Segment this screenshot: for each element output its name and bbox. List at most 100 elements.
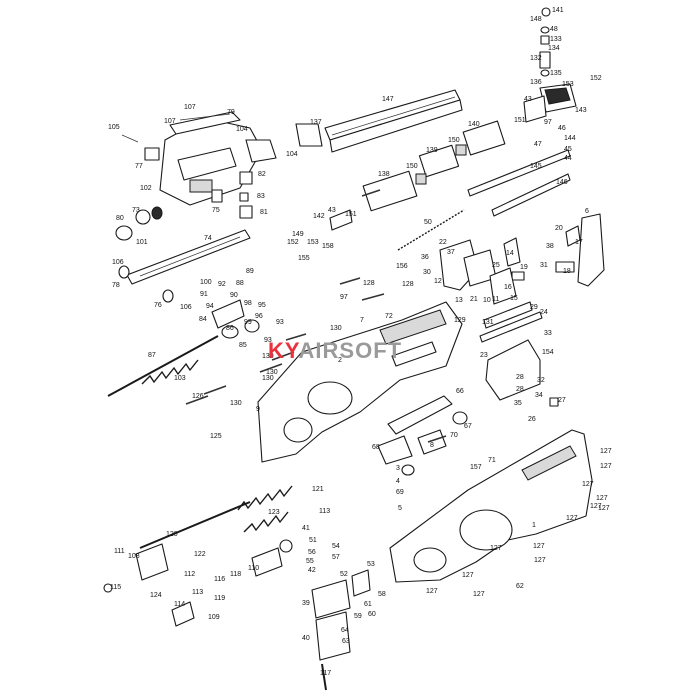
callout-126: 126 [192, 393, 204, 400]
callout-113: 113 [319, 508, 330, 515]
part-68-block [377, 435, 413, 465]
callout-74: 74 [204, 235, 212, 242]
callout-21: 21 [470, 296, 478, 303]
part-105-screw [121, 134, 139, 143]
callout-127: 127 [600, 448, 612, 455]
callout-135: 135 [550, 70, 562, 77]
callout-79: 79 [227, 109, 235, 116]
callout-64: 64 [341, 627, 349, 634]
callout-54: 54 [332, 543, 340, 550]
callout-127: 127 [534, 557, 546, 564]
callout-16: 16 [504, 284, 512, 291]
part-23-housing [485, 339, 541, 401]
callout-24: 24 [540, 309, 548, 316]
callout-127: 127 [582, 481, 594, 488]
callout-152: 152 [287, 239, 299, 246]
callout-36: 36 [421, 254, 429, 261]
part-87-rod [107, 335, 219, 397]
callout-55: 55 [306, 558, 314, 565]
callout-140: 140 [468, 121, 480, 128]
part-62-rod [321, 663, 327, 691]
callout-127: 127 [596, 495, 608, 502]
part-3-nut [401, 464, 415, 476]
callout-107: 107 [164, 118, 176, 125]
callout-116: 116 [214, 576, 225, 583]
callout-104: 104 [286, 151, 298, 158]
callout-38: 38 [546, 243, 554, 250]
callout-23: 23 [480, 352, 488, 359]
callout-10: 10 [483, 297, 491, 304]
part-48-ring [540, 26, 550, 34]
part-39-magazine-top [311, 579, 351, 619]
callout-106: 106 [112, 259, 124, 266]
upper-receiver-cover [159, 111, 277, 206]
callout-130: 130 [230, 400, 242, 407]
callout-17: 17 [575, 239, 583, 246]
callout-106: 106 [180, 304, 192, 311]
callout-22: 22 [439, 239, 447, 246]
callout-127: 127 [490, 545, 502, 552]
part-43-plate [523, 95, 547, 123]
callout-63: 63 [342, 638, 350, 645]
callout-81: 81 [260, 209, 268, 216]
callout-78: 78 [112, 282, 120, 289]
callout-128: 128 [402, 281, 414, 288]
callout-13: 13 [455, 297, 463, 304]
callout-132: 132 [530, 55, 542, 62]
callout-127: 127 [600, 463, 612, 470]
part-67-cylinder [452, 411, 468, 425]
callout-98: 98 [244, 300, 252, 307]
callout-157: 157 [470, 464, 482, 471]
callout-94: 94 [206, 303, 214, 310]
part-6-buttplate [577, 213, 605, 287]
part-143-cap [544, 87, 571, 105]
callout-80: 80 [116, 215, 124, 222]
callout-150: 150 [448, 137, 460, 144]
callout-121: 121 [312, 486, 324, 493]
callout-138: 138 [378, 171, 390, 178]
callout-146: 146 [556, 179, 568, 186]
callout-5: 5 [398, 505, 402, 512]
part-81-block [239, 205, 253, 219]
callout-130: 130 [262, 353, 274, 360]
callout-35: 35 [514, 400, 522, 407]
callout-50: 50 [424, 219, 432, 226]
part-133-pin [540, 35, 550, 45]
callout-127: 127 [598, 505, 610, 512]
callout-127: 127 [590, 503, 602, 510]
part-19-pin [511, 271, 525, 281]
callout-93: 93 [276, 319, 284, 326]
callout-41: 41 [302, 525, 310, 532]
callout-29: 29 [530, 304, 538, 311]
callout-130: 130 [262, 375, 274, 382]
callout-90: 90 [230, 292, 238, 299]
callout-122: 122 [194, 551, 206, 558]
part-99-cylinder [244, 319, 260, 333]
callout-11: 11 [492, 296, 499, 303]
callout-112: 112 [184, 571, 195, 578]
part-140-block [462, 120, 506, 156]
callout-134: 134 [548, 45, 560, 52]
part-76-knob [162, 289, 174, 303]
callout-27: 27 [558, 397, 566, 404]
trigger-group [439, 237, 521, 305]
callout-66: 66 [456, 388, 464, 395]
callout-93: 93 [264, 337, 272, 344]
part-27-pin [549, 397, 559, 407]
callout-151: 151 [514, 117, 526, 124]
callout-9: 9 [256, 406, 260, 413]
callout-47: 47 [534, 141, 542, 148]
callout-107: 107 [184, 104, 196, 111]
callout-104: 104 [236, 126, 248, 133]
callout-154: 154 [542, 349, 554, 356]
callout-130: 130 [330, 325, 342, 332]
callout-26: 26 [528, 416, 536, 423]
part-1-stock-body [389, 429, 593, 583]
callout-145: 145 [530, 163, 542, 170]
callout-28: 28 [516, 386, 524, 393]
callout-60: 60 [368, 611, 376, 618]
callout-158: 158 [322, 243, 334, 250]
callout-73: 73 [132, 207, 140, 214]
callout-123: 123 [268, 509, 280, 516]
